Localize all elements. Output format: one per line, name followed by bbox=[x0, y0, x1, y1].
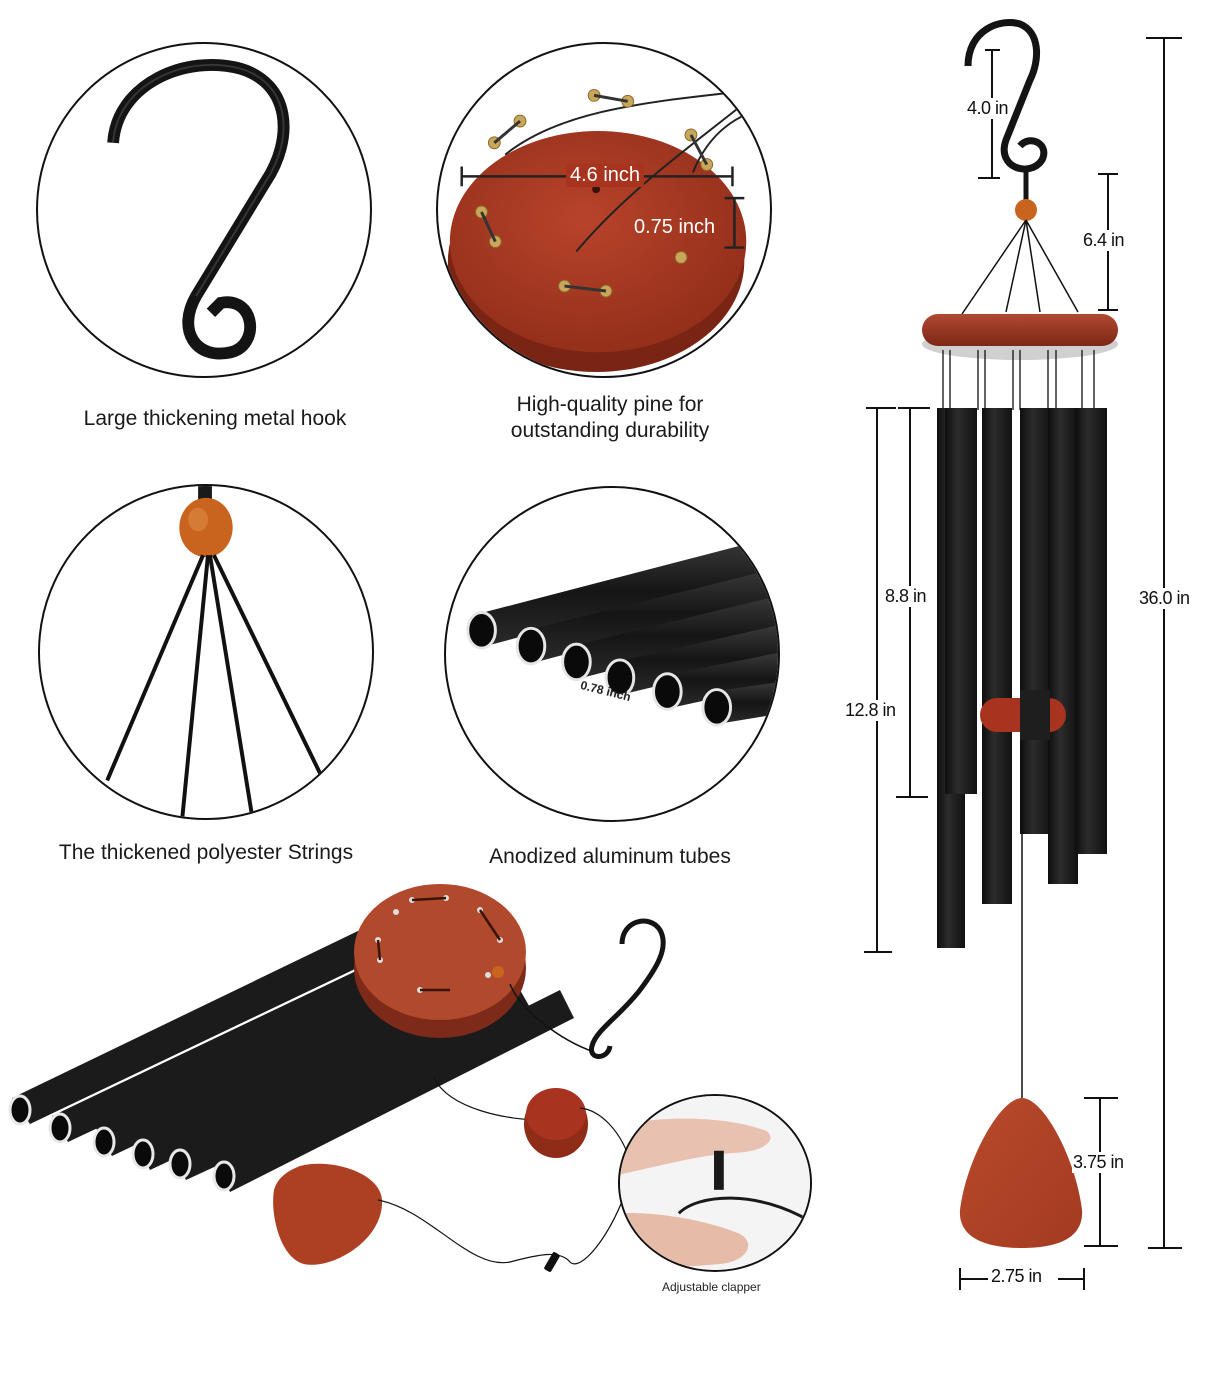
pine-diameter-label: 4.6 inch bbox=[566, 164, 645, 187]
pine-feature-circle: 4.6 inch 0.75 inch bbox=[436, 42, 772, 378]
hook-height-label: 4.0 in bbox=[966, 98, 1010, 119]
chime-bead-icon bbox=[1015, 199, 1037, 221]
clapper-detail-circle bbox=[618, 1094, 812, 1272]
pine-caption: High-quality pine for outstanding durabi… bbox=[440, 392, 780, 444]
chime-hook-icon bbox=[964, 19, 1048, 200]
wood-disc-icon bbox=[447, 88, 750, 373]
sail-width-label: 2.75 in bbox=[990, 1266, 1043, 1287]
strings-bead-icon bbox=[105, 486, 323, 818]
total-length-label: 36.0 in bbox=[1138, 588, 1191, 609]
strings-feature-circle bbox=[38, 484, 374, 820]
hook-feature-circle bbox=[36, 42, 372, 378]
pine-caption-line1: High-quality pine for bbox=[516, 393, 704, 416]
hook-caption: Large thickening metal hook bbox=[83, 407, 347, 430]
adjustable-clapper-caption: Adjustable clapper bbox=[662, 1280, 761, 1294]
pine-caption-line2: outstanding durability bbox=[510, 419, 710, 442]
longest-tube-label: 12.8 in bbox=[844, 700, 897, 721]
pine-thickness-label: 0.75 inch bbox=[634, 216, 716, 238]
s-hook-icon bbox=[107, 59, 290, 360]
aluminum-tubes-icon bbox=[466, 537, 778, 727]
sail-height-label: 3.75 in bbox=[1072, 1152, 1125, 1173]
chime-top-ring bbox=[922, 314, 1118, 346]
assembly-illustration bbox=[8, 884, 666, 1272]
chime-sail-icon bbox=[959, 1098, 1083, 1248]
chime-tubes bbox=[937, 408, 1107, 948]
shortest-tube-label: 8.8 in bbox=[884, 586, 928, 607]
string-height-label: 6.4 in bbox=[1082, 230, 1126, 251]
tubes-feature-circle: 0.78 inch bbox=[444, 486, 780, 822]
finger-adjust-icon bbox=[620, 1096, 810, 1270]
strings-caption: The thickened polyester Strings bbox=[58, 841, 354, 864]
tubes-caption: Anodized aluminum tubes bbox=[489, 845, 731, 868]
assembly-sail-icon bbox=[273, 1163, 383, 1265]
